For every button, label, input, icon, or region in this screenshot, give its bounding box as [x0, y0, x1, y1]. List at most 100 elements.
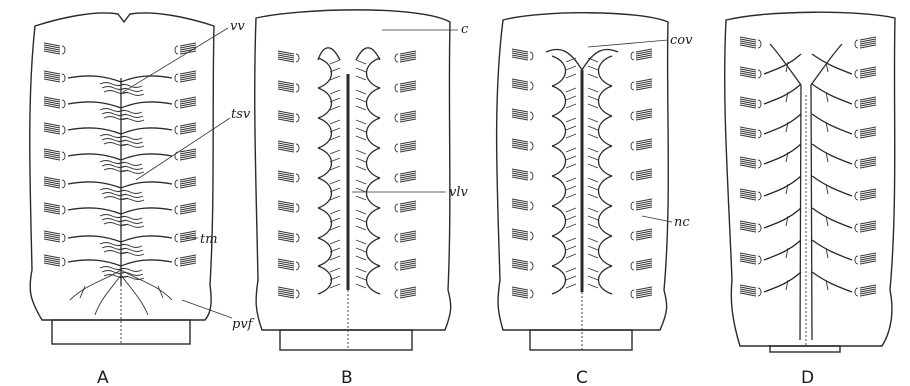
capillary — [120, 199, 144, 202]
capillary — [566, 88, 576, 92]
segmental-vessel — [764, 272, 801, 292]
capillary — [330, 256, 340, 260]
segmental-vessel — [812, 272, 852, 292]
capillary — [330, 60, 340, 64]
transverse-vessel — [121, 102, 172, 108]
capillary — [588, 238, 598, 242]
nephridial-tuft — [512, 229, 533, 240]
capillary — [330, 120, 340, 124]
segmental-loop — [552, 86, 566, 116]
nephridial-tuft — [631, 79, 652, 90]
capillary — [330, 210, 340, 214]
capillary — [356, 158, 366, 162]
nephridial-tuft — [395, 81, 416, 92]
capillary — [356, 106, 366, 110]
capillary — [330, 268, 340, 272]
nephridial-tuft — [631, 109, 652, 120]
capillary — [356, 268, 366, 272]
capillary — [588, 276, 598, 280]
panel-label-a: A — [97, 368, 109, 386]
transverse-vessel — [68, 154, 121, 160]
commissural-vessel — [582, 49, 618, 70]
capillary — [330, 284, 340, 288]
capillary — [356, 120, 366, 124]
capillary — [119, 249, 143, 252]
nephridial-tuft — [512, 79, 533, 90]
segmental-vessel — [812, 176, 852, 196]
panel-label-d: D — [801, 368, 814, 386]
segmental-loop — [367, 208, 381, 238]
capillary — [356, 150, 366, 154]
capillary — [120, 225, 144, 228]
segmental-loop — [367, 238, 381, 266]
capillary — [566, 148, 576, 152]
leader-cov — [588, 40, 668, 47]
capillary — [588, 164, 598, 168]
nephridial-tufts — [44, 37, 876, 298]
nephridial-tuft — [855, 189, 876, 200]
panel-b-base — [280, 330, 412, 350]
capillary — [566, 134, 576, 138]
capillary — [566, 96, 576, 100]
segmental-vessel — [764, 240, 801, 260]
capillary — [588, 224, 598, 228]
capillary — [566, 186, 576, 190]
segmental-loop — [552, 206, 566, 236]
nephridial-tuft — [740, 157, 761, 168]
capillary — [566, 178, 576, 182]
capillary — [120, 253, 144, 256]
capillary — [588, 104, 598, 108]
nephridial-tuft — [512, 109, 533, 120]
panel-c-base — [530, 330, 632, 350]
transverse-vessel — [68, 102, 121, 108]
capillary — [356, 60, 366, 64]
panel-label-c: C — [576, 368, 588, 386]
capillary — [356, 128, 366, 132]
nephridial-tuft — [44, 71, 65, 82]
label-c: c — [461, 22, 469, 37]
capillary — [566, 224, 576, 228]
capillary — [120, 171, 144, 174]
capillary — [588, 254, 598, 258]
nephridial-tuft — [740, 285, 761, 296]
transverse-vessel — [121, 154, 172, 160]
transverse-vessel — [68, 208, 121, 214]
transverse-vessel — [68, 260, 121, 266]
capillary — [588, 74, 598, 78]
capillary — [566, 156, 576, 160]
segmental-vessel — [764, 208, 801, 228]
capillary — [356, 68, 366, 72]
segmental-loop — [367, 58, 381, 88]
nephridial-tuft — [44, 43, 65, 54]
capillary — [588, 148, 598, 152]
transverse-vessel — [121, 236, 172, 242]
capillary — [566, 254, 576, 258]
segmental-loop — [318, 208, 332, 238]
nephridial-tuft — [44, 177, 65, 188]
nephridial-tuft — [278, 201, 299, 212]
panel-d-outline — [725, 12, 895, 346]
segmental-vessel — [812, 144, 852, 164]
capillary — [356, 166, 366, 170]
nephridial-tuft — [631, 169, 652, 180]
nephridial-tuft — [278, 111, 299, 122]
capillary — [330, 150, 340, 154]
capillary — [588, 126, 598, 130]
nephridial-tuft — [855, 221, 876, 232]
segmental-vessel — [812, 84, 852, 104]
segmental-loop — [552, 176, 566, 206]
leader-pvf — [182, 300, 232, 318]
segmental-loop — [599, 116, 613, 146]
segmental-loop — [367, 88, 381, 118]
capillary — [330, 240, 340, 244]
segmental-loop — [599, 266, 613, 294]
capillary — [588, 216, 598, 220]
capillary — [356, 240, 366, 244]
nephridial-tuft — [175, 71, 196, 82]
capillary — [566, 118, 576, 122]
transverse-vessel — [121, 76, 172, 82]
capillary — [356, 196, 366, 200]
nephridial-tuft — [278, 51, 299, 62]
panel-d-vessel-a — [800, 85, 801, 340]
